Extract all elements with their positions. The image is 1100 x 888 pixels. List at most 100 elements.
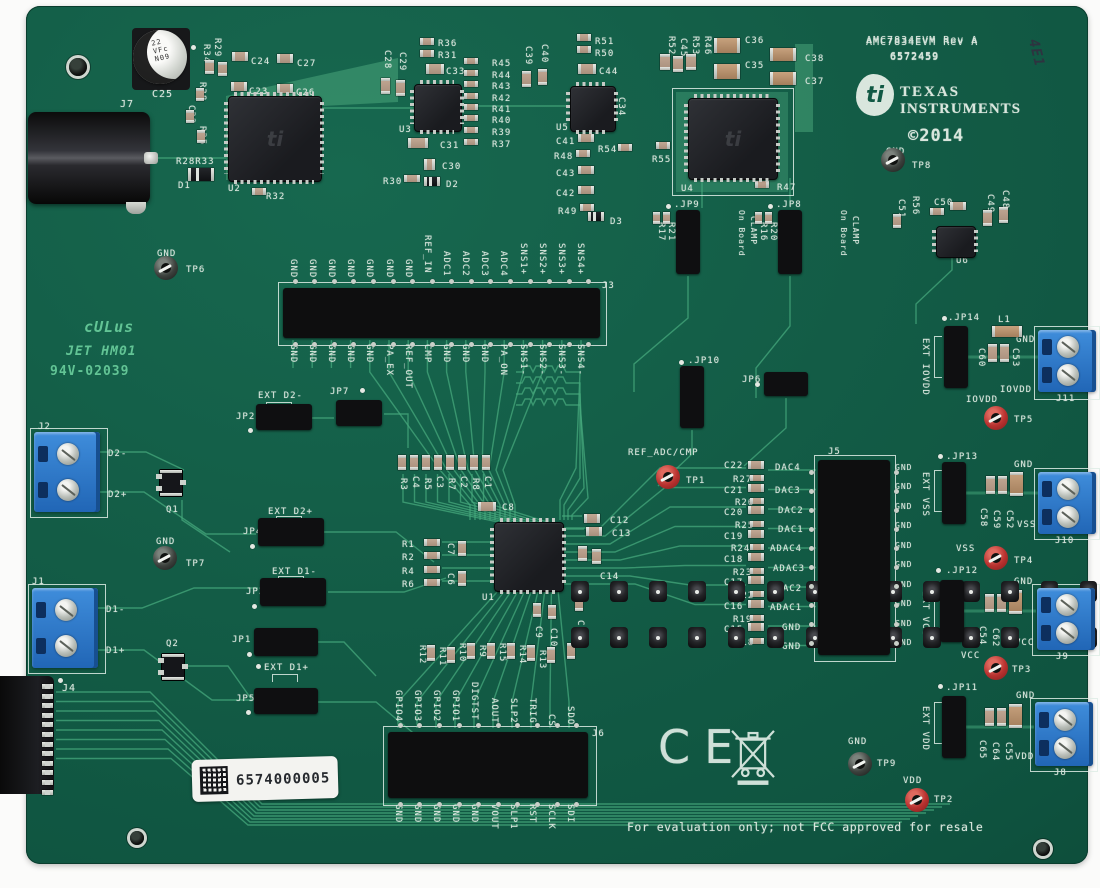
passive-component (578, 546, 587, 561)
through-hole-pad (488, 342, 494, 347)
silkscreen-label: C1 (482, 476, 492, 489)
through-hole-pad (586, 279, 592, 284)
jack-center-pin (144, 152, 158, 164)
header-cell-wrap (854, 519, 888, 538)
screw-slot (1059, 626, 1075, 639)
silkscreen-label: C36 (745, 36, 765, 46)
jumper-open-pin (780, 255, 800, 272)
silkscreen-label: C3 (434, 476, 444, 489)
silkscreen-label: GND (1016, 335, 1036, 345)
through-hole-pad (894, 526, 899, 532)
jumper-JP6 (764, 372, 808, 396)
testpoint-TP3 (984, 656, 1008, 680)
jumper-open-pin (262, 580, 280, 604)
header-cell-wrap (449, 765, 469, 796)
silkscreen-label: JP2 (236, 412, 256, 422)
through-hole-pad (809, 545, 814, 551)
header-pin (923, 627, 941, 648)
screw-slot (1060, 510, 1076, 523)
header-cell-wrap (820, 538, 854, 557)
silkscreen-label: IOVDD (1000, 385, 1033, 395)
silkscreen-label: R45 (492, 59, 512, 69)
silkscreen-outline (383, 726, 597, 806)
eval-disclaimer: For evaluation only; not FCC approved fo… (627, 820, 984, 834)
through-hole-pad (894, 565, 899, 571)
silkscreen-label: EXT D2- (258, 391, 303, 401)
through-hole-pad (515, 723, 521, 728)
silkscreen-label: R26 (735, 498, 755, 508)
through-hole-pad (449, 342, 455, 347)
ic-pins (410, 90, 414, 124)
silkscreen-label: C21 (724, 486, 744, 496)
header-cell-wrap (578, 290, 598, 313)
silkscreen-label: SNS3+ (556, 243, 566, 276)
header-cell-wrap (285, 313, 589, 648)
header-cell-wrap (820, 615, 854, 634)
through-hole-pad (410, 342, 416, 347)
silkscreen-label: AOUT (489, 698, 499, 724)
passive-component (420, 50, 434, 57)
header-cell-wrap (578, 313, 598, 336)
silkscreen-label: C6 (445, 573, 455, 586)
silkscreen-label: J9 (1056, 652, 1069, 662)
silkscreen-label: J1 (32, 577, 45, 587)
passive-component (999, 207, 1008, 223)
silkscreen-label: GND (384, 259, 394, 279)
silkscreen-label: C65 (977, 740, 987, 760)
silkscreen-label: GND (307, 259, 317, 279)
passive-component (231, 82, 247, 91)
wire-slot (1042, 508, 1052, 525)
header-cell-wrap (527, 734, 547, 765)
header-cell-wrap (854, 596, 888, 615)
silkscreen-label: JP6 (742, 375, 762, 385)
passive-component (464, 127, 478, 133)
silkscreen-label: C54 (977, 626, 987, 646)
silkscreen-label: VDD (903, 776, 923, 786)
passive-component (464, 81, 478, 87)
ti-logo-glyph: ti (865, 82, 885, 108)
header-cell-wrap (520, 313, 1059, 648)
mounting-hole (1036, 842, 1050, 856)
silkscreen-label: R6 (402, 580, 415, 590)
silkscreen-label: DIGTST (469, 682, 479, 721)
passive-component (893, 214, 901, 228)
edge-connector-pin (42, 703, 53, 709)
passive-component (592, 549, 601, 564)
silkscreen-label: R37 (492, 140, 512, 150)
passive-component (1009, 704, 1022, 728)
through-hole-pad (809, 526, 814, 532)
header-cell-wrap (820, 519, 854, 538)
silkscreen-label: R13 (537, 650, 547, 670)
testpoint-TP1 (656, 465, 680, 489)
through-hole-pad (566, 279, 572, 284)
passive-component (653, 212, 660, 224)
header-pin (610, 627, 628, 648)
solder-pad-dot (679, 360, 684, 365)
silkscreen-label: SNS1+ (518, 243, 528, 276)
testpoint-TP8 (881, 148, 905, 172)
silkscreen-label: R20 (768, 222, 778, 242)
through-hole-pad (507, 279, 513, 284)
silkscreen-label: C33 (446, 67, 466, 77)
through-hole-pad (574, 802, 580, 807)
transistor-lead (156, 486, 162, 491)
pin-center (695, 589, 700, 594)
silkscreen-label: DAC2 (778, 506, 804, 516)
silkscreen-label: GND (895, 521, 913, 530)
silkscreen-label: REF_OUT (403, 344, 413, 389)
passive-component (464, 104, 478, 110)
through-hole-pad (547, 342, 553, 347)
pin-center (656, 589, 661, 594)
silkscreen-label: R10 (457, 643, 467, 663)
header-cell-wrap (820, 596, 854, 615)
header-cell-wrap (820, 500, 854, 519)
silkscreen-label: C40 (539, 44, 549, 64)
ic-pins (420, 130, 454, 134)
passive-component (748, 506, 764, 514)
through-hole-pad (809, 584, 814, 590)
header-cell-wrap (547, 765, 567, 796)
through-hole-pad (371, 279, 377, 284)
header-cell-wrap (854, 481, 888, 500)
silkscreen-label: J10 (1055, 536, 1075, 546)
silkscreen-outline (814, 455, 896, 662)
